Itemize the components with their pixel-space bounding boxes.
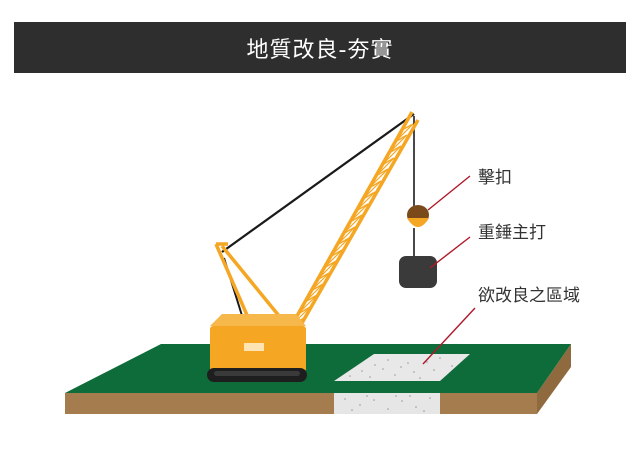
ground [65, 344, 571, 414]
grass-surface [65, 344, 571, 393]
crane-body [207, 314, 307, 382]
crane-cables [221, 113, 415, 323]
callout-line-buckle [427, 175, 471, 211]
strike-buckle [407, 205, 429, 227]
crane-cab-window [244, 343, 264, 351]
crane-track-inner [214, 371, 300, 376]
callout-line-hammer [429, 236, 471, 269]
title-bar: 地質改良-夯實 [14, 22, 626, 73]
boom-pendant-cable [221, 113, 415, 253]
callout-line-area [422, 307, 476, 365]
buckle-bottom [407, 218, 429, 227]
page-title: 地質改良-夯實 [246, 37, 394, 63]
label-strike-buckle: 擊扣 [478, 168, 512, 188]
crane-boom [286, 111, 420, 333]
crane-gantry [214, 242, 286, 324]
label-hammer: 重錘主打 [478, 223, 546, 243]
hammer-weight [399, 256, 437, 288]
callout-lines [422, 175, 476, 365]
improve-area-soil [334, 393, 440, 414]
crane-cab-top [210, 314, 306, 326]
gravel-dots [344, 357, 453, 412]
hammer [399, 228, 437, 288]
soil-side [65, 393, 537, 414]
label-improve-area: 欲改良之區域 [478, 286, 580, 306]
soil-right-side [537, 344, 571, 414]
improve-area-surface [334, 354, 470, 381]
